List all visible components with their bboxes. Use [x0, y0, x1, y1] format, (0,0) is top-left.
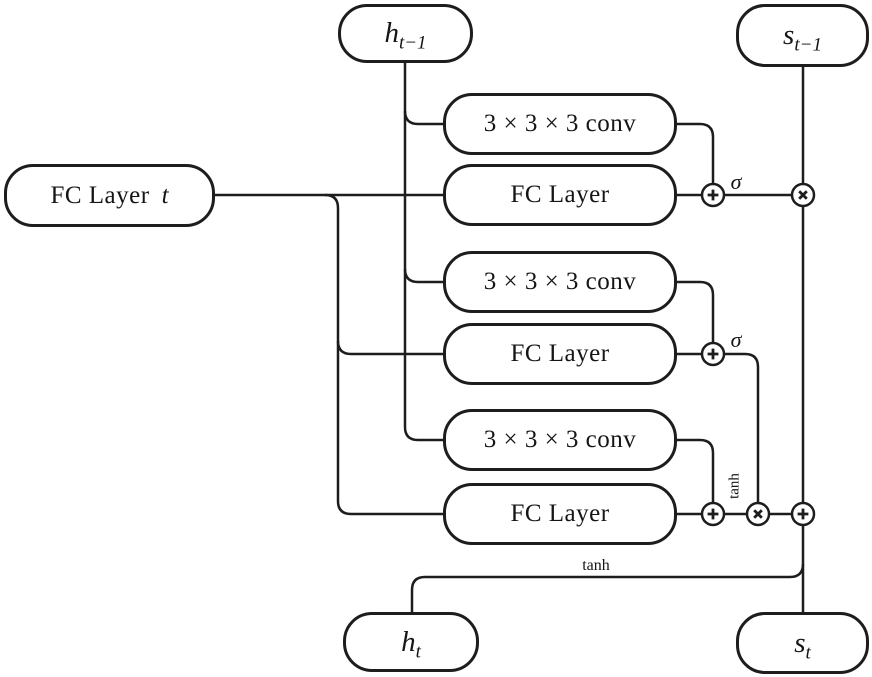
times-icon — [798, 190, 808, 200]
fc3-label: FC Layer — [510, 500, 610, 527]
node-fc1: FC Layer — [443, 164, 677, 226]
edge-conv1-to-add1 — [676, 122, 715, 184]
node-fc-layer-t: FC Layer t — [4, 164, 215, 227]
plus-icon — [707, 348, 719, 360]
node-h-prev: ht−1 — [338, 4, 473, 63]
conv1-label: 3 × 3 × 3 conv — [483, 110, 637, 137]
edge-hprev-trunk — [403, 62, 443, 442]
op-add1 — [700, 182, 726, 208]
sigma-label-input: σ — [730, 327, 742, 352]
edge-add2-to-mul2 — [724, 352, 760, 503]
operator-nodes — [700, 182, 816, 527]
node-h-prev-label: ht−1 — [384, 17, 426, 53]
op-add3 — [700, 501, 726, 527]
op-add2 — [700, 341, 726, 367]
h-t-subscript: t — [415, 641, 421, 663]
times-icon — [753, 509, 763, 519]
edge-conv2-to-add2 — [676, 280, 715, 343]
op-mul1 — [790, 182, 816, 208]
h-prev-subscript: t−1 — [398, 32, 427, 54]
node-conv2: 3 × 3 × 3 conv — [443, 251, 677, 313]
fc1-label: FC Layer — [510, 181, 610, 208]
node-s-t-label: st — [794, 626, 811, 664]
s-t-subscript: t — [805, 642, 811, 664]
op-add4 — [790, 501, 816, 527]
h-prev-base: h — [384, 17, 399, 49]
conv3-label: 3 × 3 × 3 conv — [483, 426, 637, 453]
fc-layer-t-label: FC Layer — [50, 181, 150, 209]
edge-fct-to-fc2 — [336, 340, 443, 356]
op-mul2 — [745, 501, 771, 527]
node-conv3: 3 × 3 × 3 conv — [443, 409, 677, 471]
tanh-label-gate: tanh — [726, 473, 743, 499]
edge-fct-trunk-to-fc3 — [324, 193, 443, 516]
node-s-prev-label: st−1 — [783, 19, 822, 55]
fc-layer-t-var: t — [161, 181, 169, 209]
node-h-t: ht — [343, 612, 479, 672]
node-h-t-label: ht — [401, 625, 421, 663]
conv2-label: 3 × 3 × 3 conv — [483, 268, 637, 295]
edge-hprev-to-conv2 — [403, 268, 443, 284]
plus-icon — [797, 508, 809, 520]
node-s-t: st — [736, 612, 869, 674]
edge-hprev-to-conv1 — [403, 110, 443, 126]
edge-conv3-to-add3 — [676, 438, 715, 503]
plus-icon — [707, 508, 719, 520]
edge-state-to-ht — [410, 563, 805, 613]
s-prev-base: s — [783, 19, 795, 51]
fc2-label: FC Layer — [510, 340, 610, 367]
node-conv1: 3 × 3 × 3 conv — [443, 93, 677, 155]
sigma-label-forget: σ — [730, 169, 742, 194]
node-fc3: FC Layer — [443, 483, 677, 545]
h-t-base: h — [401, 625, 416, 658]
node-fc2: FC Layer — [443, 323, 677, 385]
node-s-prev: st−1 — [736, 4, 869, 67]
tanh-label-output: tanh — [582, 557, 610, 574]
s-t-base: s — [794, 626, 806, 659]
s-prev-subscript: t−1 — [794, 34, 822, 56]
plus-icon — [707, 189, 719, 201]
